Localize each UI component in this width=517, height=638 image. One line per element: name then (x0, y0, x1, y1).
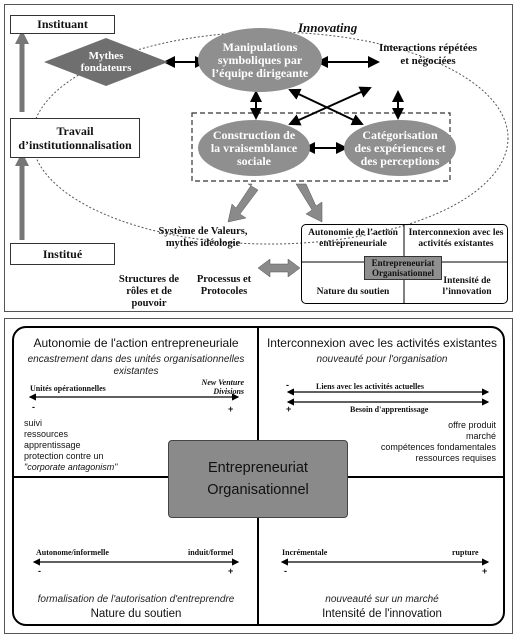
q2-list-item: compétences fondamentales (380, 442, 496, 452)
q3-title: Nature du soutien (90, 608, 182, 620)
node-construction: Construction de la vraisemblance sociale (198, 120, 310, 176)
q4-left-label: Incrémentale (282, 548, 328, 557)
mini-nature: Nature du soutien (316, 287, 390, 297)
q1-list-item: apprentissage (24, 440, 81, 450)
mini-autonomie: Autonomie de l’action entrepreneuriale (308, 228, 398, 249)
q4-plus: + (482, 566, 488, 576)
q2-list: offre produit marché compétences fondame… (330, 420, 496, 464)
q1-left-label: Unités opérationnelles (30, 384, 106, 393)
mini-intensite: Intensité de l’innovation (442, 276, 492, 297)
q1-list-item: ressources (24, 429, 69, 439)
q1-list-item: protection contre un (24, 451, 104, 461)
mythes-diamond (44, 38, 168, 86)
q2-list-item: offre produit (448, 420, 496, 430)
label-processus: Processus et Protocoles (196, 274, 252, 297)
q3-minus: - (38, 566, 41, 576)
mini-quad-box (301, 224, 508, 304)
horizontal-grey-arrow (257, 258, 301, 278)
q2-list-item: ressources requises (415, 453, 496, 463)
node-mythes: Mythes fondateurs (80, 50, 132, 74)
box-travail: Travail d’institutionnalisation (10, 118, 140, 158)
q2-plus: + (286, 404, 292, 414)
q2-list-item: marché (465, 431, 496, 441)
label-systeme: Système de Valeurs, mythes idéologie (158, 226, 248, 249)
q4-minus: - (284, 566, 287, 576)
q1-list-item: suivi (24, 418, 43, 428)
q2-minus: - (286, 380, 289, 390)
center-box: Entrepreneuriat Organisationnel (168, 440, 348, 518)
q2-title: Interconnexion avec les activités exista… (266, 336, 498, 350)
q4-subtitle: nouveauté sur un marché (325, 594, 439, 605)
q3-plus: + (228, 566, 234, 576)
q1-list-item: "corporate antagonism" (24, 462, 118, 472)
center-title-line-1: Entrepreneuriat (208, 460, 308, 476)
institutionalization-diagram (4, 4, 513, 312)
down-grey-arrows (227, 183, 323, 223)
q2-arrow-label-2: Besoin d'apprentissage (350, 405, 429, 414)
q1-list: suivi ressources apprentissage protectio… (24, 418, 117, 473)
box-instituant: Instituant (10, 15, 115, 34)
label-innovating: Innovating (298, 20, 358, 35)
node-manipulations: Manipulations symboliques par l’équipe d… (198, 28, 322, 92)
q1-right-label: New Venture Divisions (201, 378, 244, 396)
node-categorisation: Catégorisation des expériences et des pe… (344, 120, 456, 176)
mini-interconnexion: Interconnexion avec les activités exista… (408, 228, 504, 249)
q3-left-label: Autonome/informelle (36, 548, 109, 557)
label-structures: Structures de rôles et de pouvoir (118, 274, 180, 309)
q3-subtitle: formalisation de l'autorisation d'entrep… (37, 594, 235, 605)
q4-title: Intensité de l'innovation (322, 608, 442, 620)
vertical-flow-arrows (15, 30, 29, 240)
arrow-cross-2 (288, 86, 372, 126)
q1-title: Autonomie de l'action entrepreneuriale (33, 336, 239, 350)
q2-subtitle: nouveauté pour l'organisation (316, 354, 448, 365)
q4-right-label: rupture (452, 548, 479, 557)
q1-plus: + (228, 404, 234, 414)
q2-arrow-label-1: Liens avec les activités actuelles (316, 382, 424, 391)
mini-center: Entrepreneuriat Organisationnel (364, 256, 442, 280)
q1-minus: - (32, 402, 35, 412)
center-title-line-2: Organisationnel (207, 482, 309, 498)
entrepreneuriat-quadrant (4, 318, 513, 634)
q3-right-label: induit/formel (188, 548, 234, 557)
box-institue: Institué (10, 243, 115, 265)
node-interactions: Interactions répétées et négociées (378, 42, 478, 67)
q1-subtitle: encastrement dans des unités organisatio… (27, 354, 245, 377)
